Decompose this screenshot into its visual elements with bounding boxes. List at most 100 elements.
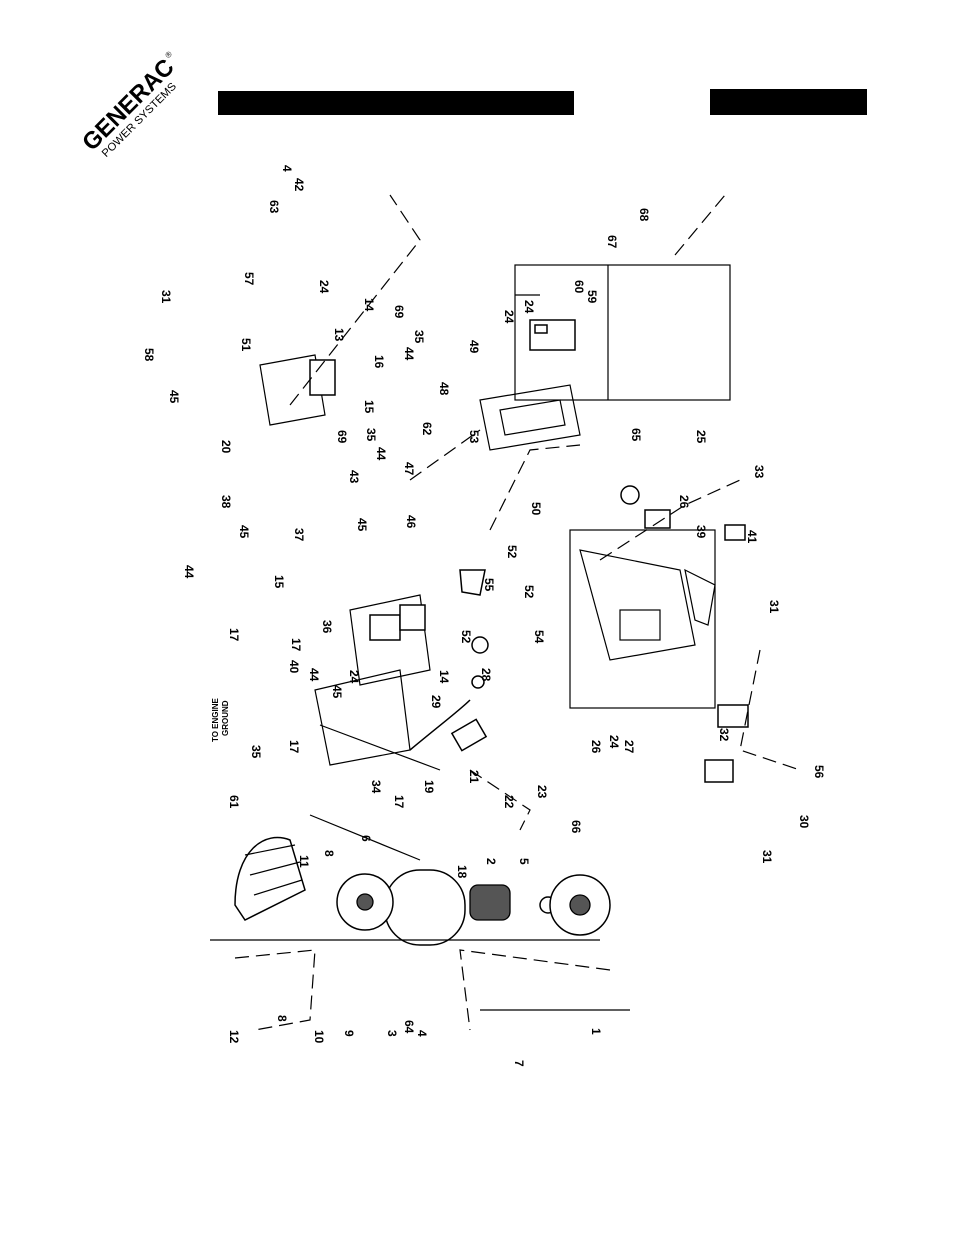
brand-name: GENERAC [77,54,180,157]
callout-39: 39 [694,525,708,539]
callout-55: 55 [482,578,496,592]
callout-56: 56 [812,765,826,779]
callout-60: 60 [572,280,586,294]
callout-14b: 14 [437,670,451,684]
callout-24a: 24 [317,280,331,294]
callout-31b: 31 [767,600,781,614]
generac-logo: GENERAC ® POWER SYSTEMS [77,49,180,159]
callout-46: 46 [404,515,418,529]
callout-4: 4 [415,1030,429,1037]
callout-45b: 45 [237,525,251,539]
callout-50: 50 [529,502,543,516]
callout-69b: 69 [335,430,349,444]
callout-30: 30 [797,815,811,829]
callout-45c: 45 [355,518,369,532]
callout-45a: 45 [167,390,181,404]
callout-14a: 14 [362,298,376,312]
callout-21: 21 [467,770,481,784]
callout-16: 16 [372,355,386,369]
note-line-2: GROUND [221,700,230,736]
callout-64: 64 [402,1020,416,1034]
callout-37: 37 [292,528,306,542]
callout-24e: 24 [502,310,516,324]
callout-38: 38 [219,495,233,509]
callout-10: 10 [312,1030,326,1044]
callout-27: 27 [622,740,636,754]
callout-63: 63 [267,200,281,214]
callout-52a: 52 [459,630,473,644]
mid-assembly [259,319,749,783]
callout-68: 68 [637,208,651,222]
callout-4b: 4 [280,165,294,172]
callout-61: 61 [227,795,241,809]
callout-5: 5 [517,858,531,865]
callout-45d: 45 [330,685,344,699]
callout-67: 67 [605,235,619,249]
callout-15b: 15 [272,575,286,589]
brand-registered: ® [163,49,174,60]
callout-24d: 24 [607,735,621,749]
callout-25: 25 [694,430,708,444]
callout-29: 29 [429,695,443,709]
callout-19: 19 [422,780,436,794]
callout-11: 11 [297,855,311,868]
callout-31c: 31 [760,850,774,864]
callout-62: 62 [420,422,434,436]
title-bar [218,91,574,115]
callout-8a: 8 [275,1015,289,1022]
callout-labels: 1 2 3 4 5 6 7 8 8 9 10 11 12 13 14 14 15… [142,165,826,1067]
callout-47: 47 [402,462,416,476]
callout-40: 40 [287,660,301,674]
callout-1: 1 [589,1028,603,1035]
callout-58: 58 [142,348,156,362]
callout-36: 36 [320,620,334,634]
callout-28: 28 [479,668,493,682]
callout-54: 54 [532,630,546,644]
callout-18: 18 [455,865,469,879]
alternator-group [210,724,630,1011]
callout-69a: 69 [392,305,406,319]
callout-24c: 24 [347,670,361,684]
code-bar [710,89,867,115]
callout-41: 41 [745,530,759,544]
callout-31a: 31 [159,290,173,304]
callout-26a: 26 [677,495,691,509]
callout-13: 13 [332,328,346,342]
mounting-plate [569,529,716,709]
callout-12: 12 [227,1030,241,1044]
callout-17c: 17 [392,795,406,809]
callout-35a: 35 [249,745,263,759]
assembly-leaders [234,194,801,1031]
callout-51: 51 [239,338,253,352]
exploded-parts-diagram: 1 2 3 4 5 6 7 8 8 9 10 11 12 13 14 14 15… [142,165,826,1067]
callout-8b: 8 [322,850,336,857]
callout-15a: 15 [362,400,376,414]
callout-49: 49 [467,340,481,354]
callout-7: 7 [512,1060,526,1067]
callout-44c: 44 [374,447,388,461]
callout-9: 9 [342,1030,356,1037]
callout-44a: 44 [182,565,196,579]
callout-22: 22 [502,795,516,809]
callout-34: 34 [369,780,383,794]
callout-44b: 44 [307,668,321,682]
callout-24b: 24 [522,300,536,314]
callout-66: 66 [569,820,583,834]
callout-17a: 17 [227,628,241,642]
callout-59: 59 [585,290,599,304]
callout-26b: 26 [589,740,603,754]
callout-35c: 35 [412,330,426,344]
callout-20: 20 [219,440,233,454]
callout-43: 43 [347,470,361,484]
engine-ground-note: TO ENGINE GROUND [211,697,230,742]
callout-23: 23 [535,785,549,799]
note-line-1: TO ENGINE [211,697,220,742]
callout-44d: 44 [402,347,416,361]
callout-52b: 52 [522,585,536,599]
callout-6: 6 [359,835,373,842]
callout-57: 57 [242,272,256,286]
callout-17b: 17 [287,740,301,754]
callout-3: 3 [385,1030,399,1037]
callout-17d: 17 [289,638,303,652]
control-box [514,264,731,401]
